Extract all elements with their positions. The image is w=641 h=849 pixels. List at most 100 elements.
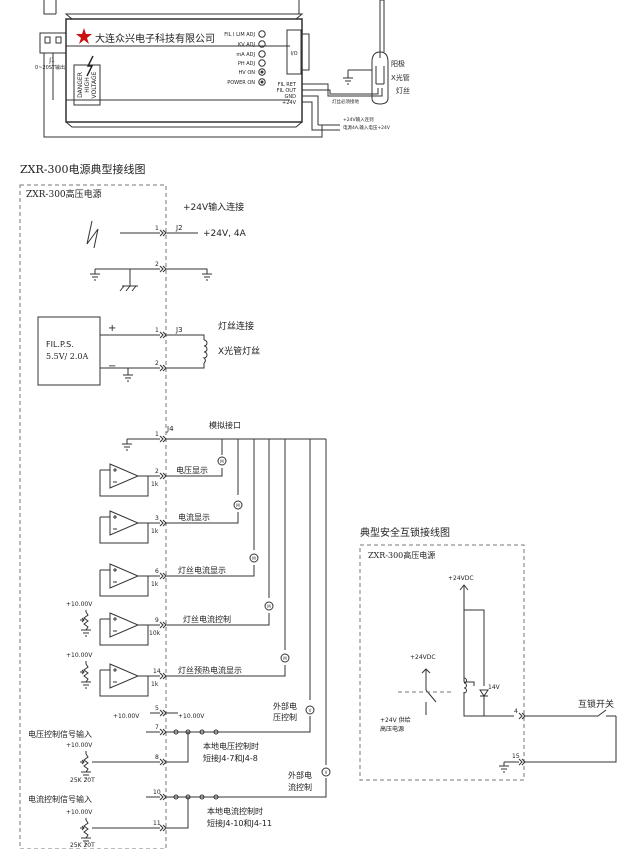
j4-pin-3: 3 <box>155 515 159 522</box>
fil-ret-label: FIL RET <box>278 82 297 88</box>
fil-ps-label: FIL.P.S. <box>46 340 74 349</box>
danger-line-2: HIGH <box>84 77 91 92</box>
j4-pin-5: 5 <box>155 705 159 712</box>
interlock-title: 典型安全互锁接线图 <box>360 526 450 539</box>
interlock-box-title: ZXR-300高压电源 <box>368 550 435 560</box>
relay-coil <box>463 677 467 694</box>
fil-i-meter-icon <box>249 553 259 563</box>
j2-label: J2 <box>175 224 183 232</box>
j1-connector <box>39 32 67 54</box>
local-i-control-2: 短接J4-10和J4-11 <box>207 818 272 828</box>
adj-label-fil-i-lim: FIL I LIM ADJ <box>224 32 255 38</box>
interlock-vdc-left: +24VDC <box>410 654 436 661</box>
analog-interface-label: 模拟接口 <box>209 420 241 430</box>
j4-pin-11: 11 <box>153 820 161 827</box>
interlock-supply-2: 高压电源 <box>380 725 404 733</box>
j4-pin-6: 6 <box>155 568 159 575</box>
adj-label-kv: KV ADJ <box>238 42 255 48</box>
fil-connect-label: 灯丝连接 <box>218 320 254 332</box>
fil-out-label: FIL OUT <box>277 88 297 94</box>
pot-label-1: 25K 20T <box>70 777 95 784</box>
danger-label: DANGER HIGH VOLTAGE <box>73 64 101 106</box>
j3-pin-2: 2 <box>155 360 159 367</box>
main-supply-box <box>19 184 167 849</box>
local-v-control-2: 短接J4-7和J4-8 <box>203 753 258 763</box>
ref-left-4: +10.00V <box>66 809 93 816</box>
ref-pin5-left: +10.00V <box>113 713 140 720</box>
fil-preheat-meter-icon <box>280 653 290 663</box>
main-box-title: ZXR-300高压电源 <box>26 188 102 200</box>
interlock-vdc-top: +24VDC <box>448 575 474 582</box>
svg-text:M: M <box>236 503 240 508</box>
j4-pin-7: 7 <box>155 724 159 731</box>
fil-preheat-display-label: 灯丝预热电流显示 <box>178 665 242 675</box>
svg-text:M: M <box>267 604 271 609</box>
i-display-label: 电流显示 <box>178 512 210 522</box>
anode-label: 阳极 <box>391 59 405 68</box>
x-ray-tube-label: X光管 <box>391 73 410 82</box>
fil-ps-rating: 5.5V/ 2.0A <box>46 352 88 361</box>
i-signal-input-label: 电流控制信号输入 <box>28 794 92 804</box>
j3-pin-1: 1 <box>155 327 159 334</box>
ref-left-1: +10.00V <box>66 601 93 608</box>
j4-pin-2: 2 <box>155 468 159 475</box>
res-1k-c: 1k <box>151 581 159 588</box>
adj-label-ph: PH ADJ <box>238 61 255 67</box>
ref-pin5-right: +10.00V <box>178 713 205 720</box>
j4-pin-10: 10 <box>153 789 161 796</box>
ref-left-2: +10.00V <box>66 652 93 659</box>
j4-pin-14: 14 <box>153 668 161 675</box>
fil-i-display-label: 灯丝电流显示 <box>178 565 226 575</box>
power-on-led <box>258 78 266 86</box>
ext-v-control-2: 压控制 <box>273 712 297 722</box>
res-10k: 10k <box>149 630 161 637</box>
lightning-symbol <box>86 220 99 249</box>
j1-sub-label: 0~20ST输出 <box>35 64 65 71</box>
ext-i-control-2: 流控制 <box>288 782 312 792</box>
svg-text:V: V <box>325 770 328 775</box>
interlock-pin-4: 4 <box>514 708 518 715</box>
indicator-label-power-on: POWER ON <box>227 80 255 86</box>
fil-ctrl-meter-icon <box>264 601 274 611</box>
interlock-pin-15: 15 <box>512 753 520 760</box>
fil-i-lim-adj-knob <box>258 30 266 38</box>
pot-label-2: 25K 20T <box>70 842 95 849</box>
j4-pin-1: 1 <box>155 431 159 438</box>
tube-fil-label: X光管灯丝 <box>218 345 260 357</box>
ref-left-3: +10.00V <box>66 742 93 749</box>
ext-i-meter-icon <box>321 767 331 777</box>
j2-24v-4a: +24V, 4A <box>203 229 247 239</box>
fil-connect-note: 灯丝必须接地 <box>332 98 359 105</box>
danger-line-1: DANGER <box>77 72 84 98</box>
supply-note-2: 电源4A,输入电压+24V <box>343 124 391 131</box>
fil-ps-box <box>37 316 101 386</box>
company-star-icon <box>76 28 92 44</box>
j2-pin-2: 2 <box>155 261 159 268</box>
hv-on-led <box>258 68 266 76</box>
supply-note-1: +24V输入连到 <box>343 116 374 123</box>
wiring-title: ZXR-300电源典型接线图 <box>20 162 145 176</box>
j4-pin-8: 8 <box>155 754 159 761</box>
v24-label: +24V <box>282 100 297 106</box>
svg-text:V: V <box>309 708 312 713</box>
ext-v-meter-icon <box>305 705 315 715</box>
fil-ps-minus: − <box>108 361 116 372</box>
j3-label: J3 <box>175 326 183 334</box>
res-1k-a: 1k <box>151 481 159 488</box>
zener-diode <box>479 689 489 697</box>
res-1k-b: 1k <box>151 528 159 535</box>
ph-adj-knob <box>258 59 266 67</box>
gnd-label: GND <box>285 94 297 100</box>
interlock-switch-label: 互锁开关 <box>578 698 614 710</box>
fil-i-control-label: 灯丝电流控制 <box>183 614 231 624</box>
j1-label: J1 <box>48 57 55 64</box>
local-v-control-1: 本地电压控制时 <box>203 741 259 751</box>
adj-label-ma: mA ADJ <box>236 52 255 58</box>
v-meter-icon <box>217 456 227 466</box>
svg-text:M: M <box>220 459 224 464</box>
ext-v-control-1: 外部电 <box>273 701 297 711</box>
company-name: 大连众兴电子科技有限公司 <box>95 32 215 45</box>
zener-label: 14V <box>488 684 501 691</box>
